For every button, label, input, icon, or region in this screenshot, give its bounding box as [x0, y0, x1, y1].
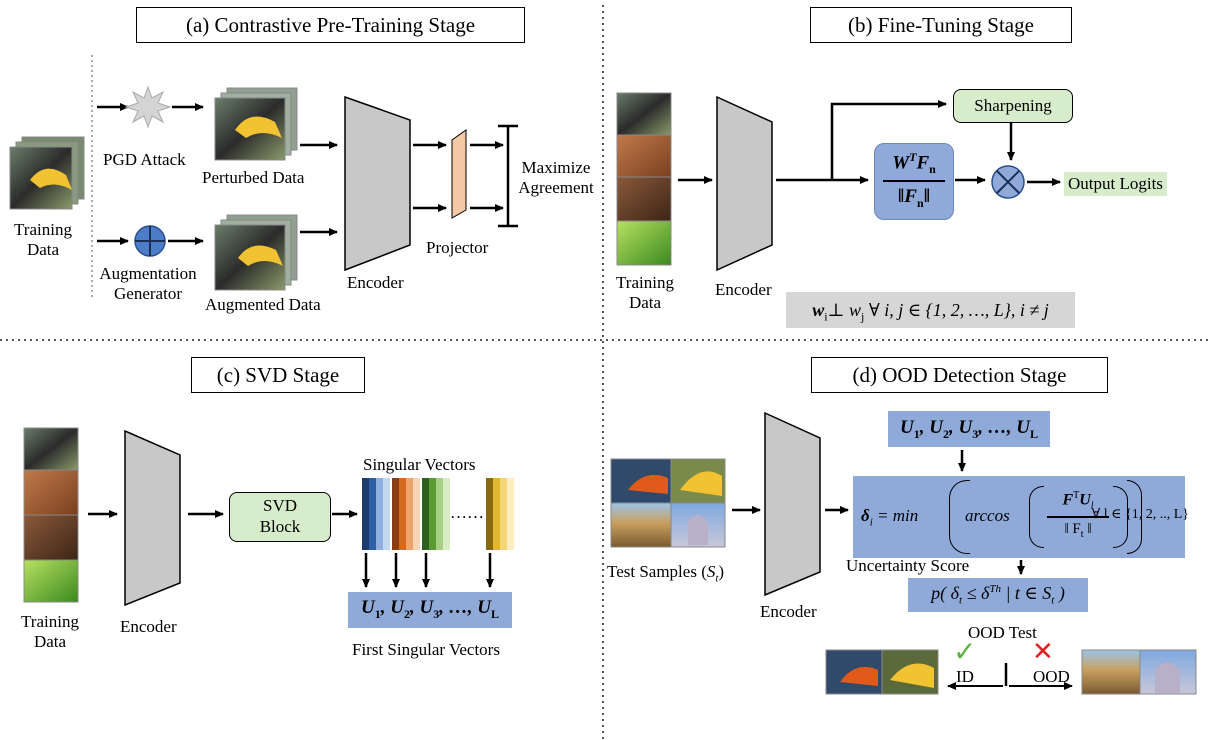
normalized-weight-formula: WTFn ‖Fn‖ — [874, 143, 954, 220]
singular-vector-group-L — [486, 478, 514, 550]
ood-label: OOD — [1033, 667, 1070, 686]
probability-formula-box: p( δt ≤ δTh | t ∈ St ) — [908, 578, 1088, 612]
id-samples-image — [825, 649, 939, 695]
output-logits-label: Output Logits — [1064, 172, 1167, 196]
ood-decision-axis — [947, 663, 1073, 690]
test-samples-label: Test Samples (St) — [607, 562, 725, 585]
singular-vectors-ellipsis: …… — [450, 503, 484, 522]
perturbed-data-image — [214, 87, 298, 161]
orthogonality-constraint: wi⊥ wj ∀ i, j ∈ {1, 2, …, L}, i ≠ j — [786, 292, 1075, 328]
ood-cross-icon: ✕ — [1032, 637, 1054, 667]
uncertainty-score-label: Uncertainty Score — [846, 556, 970, 575]
uncertainty-formula-box: δi = min arccos FTUl ‖ Ft ‖ ∀ l ∈ {1, 2,… — [853, 476, 1189, 558]
perturbed-data-label: Perturbed Data — [202, 168, 305, 187]
panel-a-training-image — [9, 136, 85, 210]
panel-c-title: (c) SVD Stage — [191, 357, 365, 393]
panel-b-training-images — [616, 92, 672, 266]
singular-vector-group-3 — [422, 478, 450, 550]
augmentation-plus-icon — [134, 225, 166, 257]
panel-d-encoder-label: Encoder — [760, 602, 817, 621]
projector-shape — [451, 129, 467, 219]
first-singular-vectors-box: U1, U2, U3, …, UL — [348, 592, 512, 628]
augmented-data-label: Augmented Data — [205, 295, 321, 314]
sharpening-box: Sharpening — [953, 89, 1073, 123]
id-check-icon: ✓ — [953, 635, 977, 668]
panel-b-encoder-label: Encoder — [715, 280, 772, 299]
panel-d-title: (d) OOD Detection Stage — [811, 357, 1108, 393]
augmented-data-image — [214, 214, 298, 291]
panel-d-encoder-shape — [764, 411, 821, 597]
panel-a-title: (a) Contrastive Pre-Training Stage — [136, 7, 525, 43]
panel-b-encoder-shape — [716, 95, 773, 272]
panel-a-encoder-shape — [344, 95, 411, 272]
first-singular-vectors-label: First Singular Vectors — [352, 640, 500, 659]
singular-vector-group-2 — [392, 478, 420, 550]
pgd-attack-label: PGD Attack — [103, 150, 186, 169]
panel-c-training-images — [23, 427, 79, 603]
test-samples-image — [610, 458, 726, 548]
singular-vector-group-1 — [362, 478, 390, 550]
pgd-starburst-icon — [124, 85, 172, 129]
singular-vectors-label: Singular Vectors — [363, 455, 476, 474]
panel-a-encoder-label: Encoder — [347, 273, 404, 292]
ood-test-label: OOD Test — [968, 623, 1037, 642]
ood-samples-image — [1081, 649, 1197, 695]
projector-label: Projector — [426, 238, 489, 257]
id-label: ID — [956, 667, 974, 686]
panel-c-encoder-label: Encoder — [120, 617, 177, 636]
panel-b-title: (b) Fine-Tuning Stage — [810, 7, 1072, 43]
maximize-agreement-bracket — [498, 124, 518, 228]
panel-d-u-list-box: U1, U2, U3, …, UL — [888, 411, 1050, 447]
panel-c-encoder-shape — [124, 429, 181, 607]
multiply-circle-icon — [991, 165, 1025, 199]
